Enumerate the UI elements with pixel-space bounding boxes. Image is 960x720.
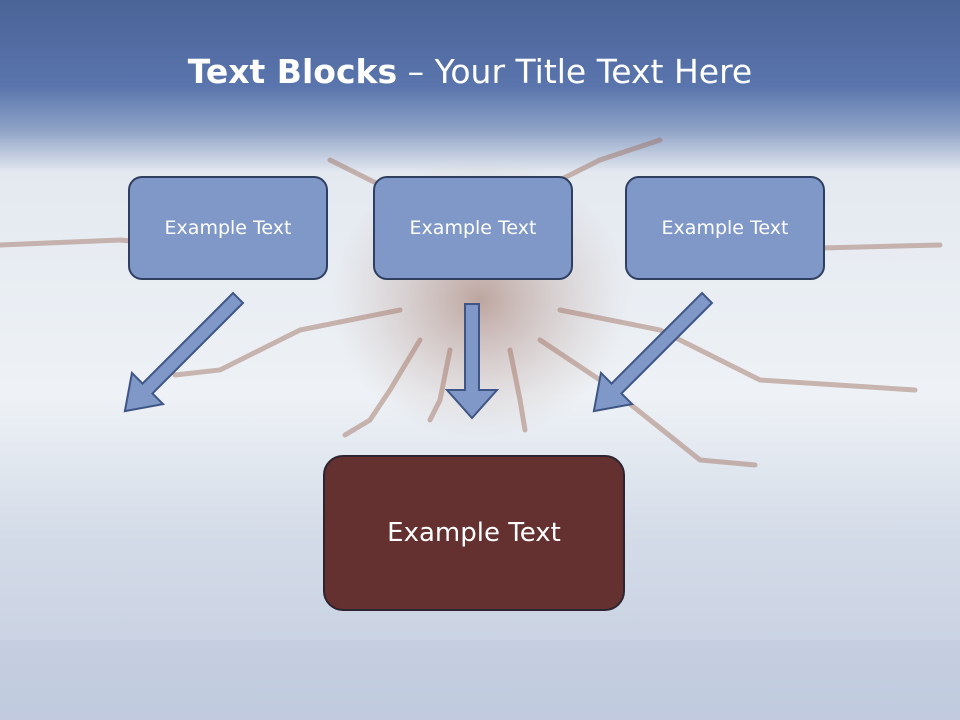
bottom-text-box[interactable]: Example Text bbox=[323, 455, 625, 611]
top-text-box-3-label: Example Text bbox=[661, 217, 789, 239]
top-text-box-1-label: Example Text bbox=[164, 217, 292, 239]
title-separator: – bbox=[397, 52, 435, 91]
arrow-right-icon bbox=[592, 291, 714, 413]
arrow-center-icon bbox=[444, 303, 500, 420]
top-text-box-2[interactable]: Example Text bbox=[373, 176, 573, 280]
title-rest: Your Title Text Here bbox=[434, 52, 753, 91]
arrow-left-icon bbox=[123, 291, 245, 413]
top-text-box-1[interactable]: Example Text bbox=[128, 176, 328, 280]
bottom-text-box-label: Example Text bbox=[387, 518, 561, 548]
title-bold: Text Blocks bbox=[187, 52, 398, 91]
top-text-box-3[interactable]: Example Text bbox=[625, 176, 825, 280]
slide-title: Text Blocks – Your Title Text Here bbox=[0, 52, 940, 91]
top-text-box-2-label: Example Text bbox=[409, 217, 537, 239]
